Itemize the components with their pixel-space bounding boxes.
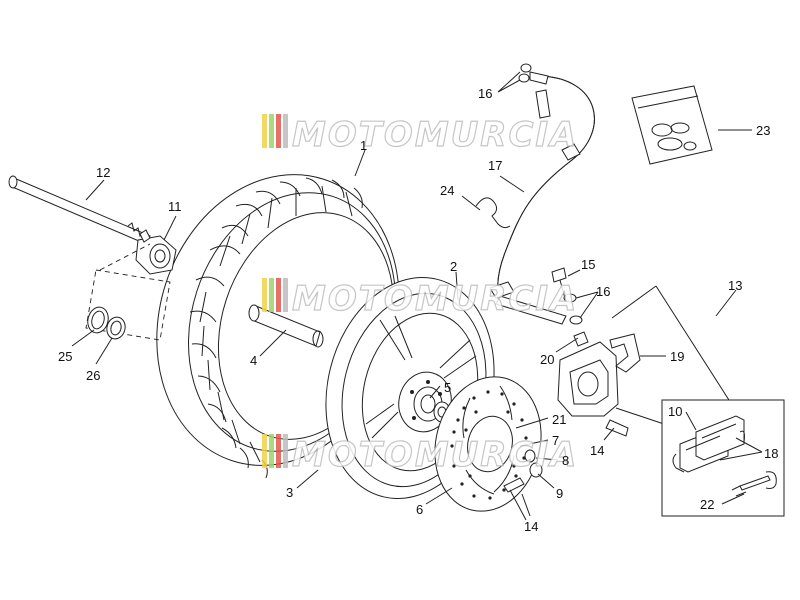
part-label-14-caliper: 14 bbox=[590, 443, 604, 458]
watermark-text: MOTOMURCIA bbox=[292, 435, 578, 475]
part-label-7: 7 bbox=[552, 433, 559, 448]
watermark-bottom: MOTOMURCIA bbox=[262, 434, 578, 476]
part-label-21: 21 bbox=[552, 412, 566, 427]
seals-drawing bbox=[87, 306, 126, 340]
part-labels: 1 2 3 4 5 6 7 8 9 10 11 12 13 14 14 15 1… bbox=[58, 86, 778, 534]
part-label-12: 12 bbox=[96, 165, 110, 180]
part-label-9: 9 bbox=[556, 486, 563, 501]
watermark-top: MOTOMURCIA bbox=[262, 114, 578, 156]
part-label-25: 25 bbox=[58, 349, 72, 364]
part-label-13: 13 bbox=[728, 278, 742, 293]
brake-caliper-drawing bbox=[557, 331, 641, 437]
watermark-middle: MOTOMURCIA bbox=[262, 278, 578, 320]
part-label-15: 15 bbox=[581, 257, 595, 272]
clip-drawing bbox=[475, 197, 511, 229]
leader-lines bbox=[71, 71, 763, 517]
part-label-14-disc: 14 bbox=[524, 519, 538, 534]
banjo-fitting-top-drawing bbox=[518, 63, 551, 119]
watermark-text: MOTOMURCIA bbox=[292, 115, 578, 155]
part-label-23: 23 bbox=[756, 123, 770, 138]
part-label-22: 22 bbox=[700, 497, 714, 512]
part-label-8: 8 bbox=[562, 453, 569, 468]
part-label-19: 19 bbox=[670, 349, 684, 364]
part-label-5: 5 bbox=[444, 380, 451, 395]
brake-hose-drawing bbox=[489, 75, 595, 325]
part-label-1: 1 bbox=[360, 138, 367, 153]
watermark-text: MOTOMURCIA bbox=[292, 279, 578, 319]
part-label-20: 20 bbox=[540, 352, 554, 367]
part-label-3: 3 bbox=[286, 485, 293, 500]
speedometer-drive-drawing bbox=[135, 229, 177, 275]
part-label-6: 6 bbox=[416, 502, 423, 517]
part-label-2: 2 bbox=[450, 259, 457, 274]
disc-bolts-drawing bbox=[503, 449, 543, 521]
spacer-drawing bbox=[248, 304, 324, 348]
part-label-17: 17 bbox=[488, 158, 502, 173]
part-label-11: 11 bbox=[168, 199, 182, 214]
part-label-26: 26 bbox=[86, 368, 100, 383]
part-label-16-top: 16 bbox=[478, 86, 492, 101]
part-label-10: 10 bbox=[668, 404, 682, 419]
brake-disc-drawing bbox=[434, 376, 542, 512]
part-label-18: 18 bbox=[764, 446, 778, 461]
parts-packet-drawing bbox=[631, 85, 713, 165]
part-label-16-mid: 16 bbox=[596, 284, 610, 299]
part-label-24: 24 bbox=[440, 183, 454, 198]
part-label-4: 4 bbox=[250, 353, 257, 368]
brake-pads-box bbox=[661, 399, 785, 517]
